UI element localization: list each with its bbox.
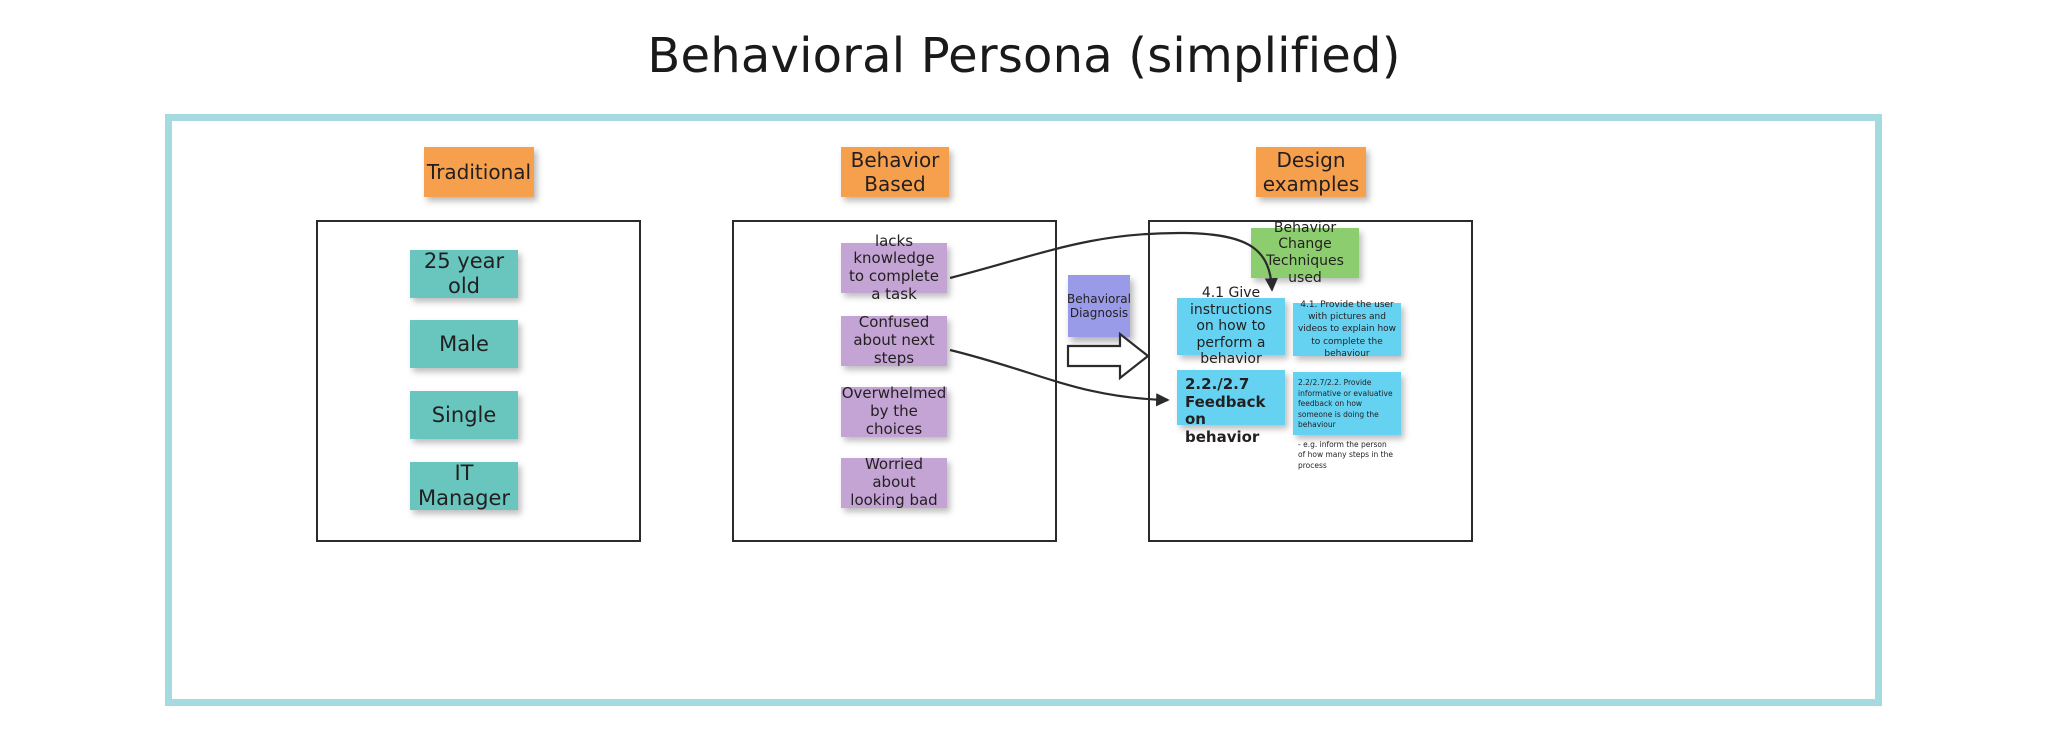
page-title: Behavioral Persona (simplified) bbox=[647, 28, 1401, 84]
sticky-note-overwhelmed-choices[interactable]: Overwhelmed by the choices bbox=[841, 384, 947, 438]
sticky-note-label: Behavioral Diagnosis bbox=[1067, 291, 1131, 320]
sticky-note-bct-4-1[interactable]: 4.1 Give instructions on how to perform … bbox=[1177, 285, 1285, 367]
sticky-note-label: 25 year old bbox=[423, 249, 505, 298]
sticky-note-gender[interactable]: Male bbox=[410, 320, 518, 368]
sticky-note-label: Worried about looking bad bbox=[850, 455, 938, 509]
sticky-note-label: Overwhelmed by the choices bbox=[841, 384, 947, 438]
header-line-1: Design bbox=[1276, 148, 1346, 172]
header-line-1: Behavior bbox=[850, 148, 940, 172]
sticky-note-relationship-status[interactable]: Single bbox=[410, 391, 518, 439]
sticky-note-label: Behavior Change Techniques used bbox=[1266, 219, 1344, 286]
sticky-note-label: 4.1 Give instructions on how to perform … bbox=[1190, 285, 1272, 368]
sticky-note-worried-looking-bad[interactable]: Worried about looking bad bbox=[841, 455, 947, 509]
sticky-note-confused-next-steps[interactable]: Confused about next steps bbox=[841, 313, 947, 367]
header-label-behavior-based: Behavior Based bbox=[851, 148, 940, 196]
header-line-2: Based bbox=[864, 172, 926, 196]
header-note-traditional[interactable]: Traditional bbox=[424, 147, 534, 197]
header-note-behavior-based[interactable]: Behavior Based bbox=[841, 147, 949, 197]
sticky-note-label-secondary: - e.g. inform the person of how many ste… bbox=[1298, 439, 1393, 470]
sticky-note-behavior-change-techniques[interactable]: Behavior Change Techniques used bbox=[1251, 220, 1359, 286]
sticky-note-age[interactable]: 25 year old bbox=[410, 249, 518, 298]
sticky-note-bct-4-1-detail[interactable]: 4.1. Provide the user with pictures and … bbox=[1293, 300, 1401, 359]
header-line-2: examples bbox=[1262, 172, 1360, 196]
sticky-note-label: Single bbox=[431, 402, 497, 427]
sticky-note-label: Confused about next steps bbox=[853, 313, 935, 367]
column-box-traditional bbox=[316, 220, 641, 542]
sticky-note-label: 2.2/2.7/2.2. Provide informative or eval… bbox=[1298, 378, 1393, 429]
header-label-design-examples: Design examples bbox=[1263, 148, 1360, 196]
sticky-note-bct-2-2-2-7[interactable]: 2.2./2.7 Feedback on behavior bbox=[1177, 370, 1285, 446]
sticky-note-label: 2.2./2.7 Feedback on behavior bbox=[1185, 375, 1266, 447]
sticky-note-label: 4.1. Provide the user with pictures and … bbox=[1297, 300, 1397, 359]
header-note-design-examples[interactable]: Design examples bbox=[1256, 147, 1366, 197]
header-label-traditional: Traditional bbox=[426, 160, 532, 184]
sticky-note-label: IT Manager bbox=[417, 461, 511, 510]
sticky-note-behavioral-diagnosis[interactable]: Behavioral Diagnosis bbox=[1067, 275, 1131, 337]
sticky-note-lacks-knowledge[interactable]: lacks knowledge to complete a task bbox=[841, 232, 947, 303]
sticky-note-bct-2-2-2-7-detail[interactable]: 2.2/2.7/2.2. Provide informative or eval… bbox=[1293, 372, 1401, 470]
sticky-note-label: lacks knowledge to complete a task bbox=[849, 231, 939, 303]
sticky-note-occupation[interactable]: IT Manager bbox=[410, 461, 518, 510]
sticky-note-label: Male bbox=[439, 331, 489, 356]
